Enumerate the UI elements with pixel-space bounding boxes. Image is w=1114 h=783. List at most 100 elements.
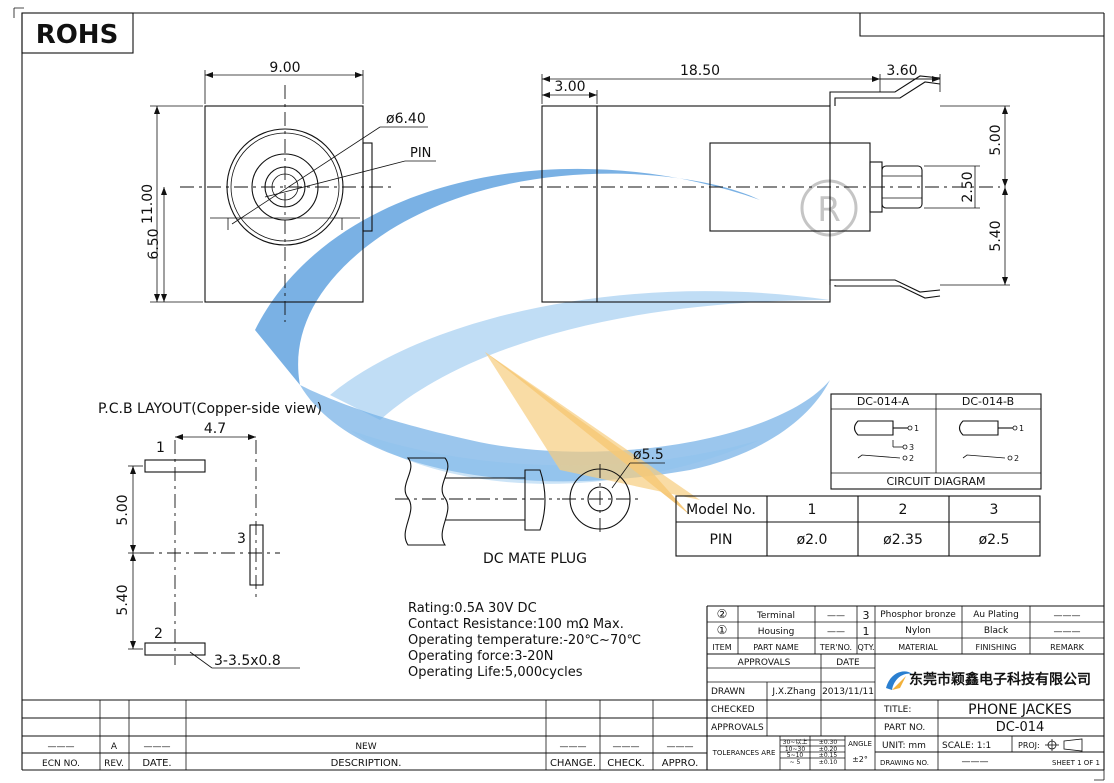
bom-row0-qty: 3 [863, 609, 870, 622]
bom-header-ter: TER'NO. [819, 643, 852, 652]
dim-front-width: 9.00 [269, 60, 300, 76]
dim-side-front: 3.00 [554, 79, 585, 95]
svg-text:R: R [817, 190, 841, 230]
spec-line-2: Operating temperature:-20℃~70℃ [408, 633, 641, 648]
model-row-2: ø2.35 [883, 532, 923, 548]
spec-line-0: Rating:0.5A 30V DC [408, 601, 537, 616]
tb-part-label: PART NO. [884, 723, 925, 733]
dim-front-dia: ø6.40 [386, 111, 426, 127]
model-header-3: 3 [990, 502, 999, 518]
tb-tolerances: TOLERANCES ARE [712, 749, 776, 757]
tol-range-3: ~ 5 [790, 759, 801, 766]
dim-front-pin: PIN [410, 146, 431, 161]
projection-symbol-icon [1045, 738, 1083, 752]
circuit-a-pin1: 1 [914, 424, 919, 433]
tb-drawn-by: J.X.Zhang [771, 687, 815, 697]
bom-header-material: MATERIAL [898, 643, 938, 652]
bom-row0-ter: —— [827, 611, 845, 621]
tol-value-3: ±0.10 [819, 759, 838, 766]
tb-scale: SCALE: 1:1 [942, 741, 991, 751]
bom-row1-material: Nylon [905, 626, 931, 636]
rev-dash-ecn: ——— [48, 742, 75, 752]
spec-line-1: Contact Resistance:100 mΩ Max. [408, 617, 624, 632]
circuit-caption: CIRCUIT DIAGRAM [887, 475, 986, 488]
dim-side-pin: 3.60 [886, 63, 917, 79]
tb-unit: UNIT: mm [882, 741, 926, 751]
tol-range-0: 30~以上 [783, 738, 808, 746]
bom-header-remark: REMARK [1050, 643, 1085, 652]
bom-row1-qty: 1 [863, 625, 870, 638]
tb-approvals: APPROVALS [738, 658, 791, 668]
circuit-col-b: DC-014-B [962, 395, 1014, 408]
rev-dash-check: ——— [613, 742, 640, 752]
rev-header-rev: REV. [104, 759, 124, 769]
tb-part-value: DC-014 [996, 720, 1045, 735]
rev-new: NEW [355, 742, 376, 752]
model-row-0: PIN [709, 532, 732, 548]
title-block-grid [706, 605, 1104, 770]
rev-header-ecn: ECN NO. [42, 759, 80, 769]
rev-dash-change: ——— [560, 742, 587, 752]
bom-header-name: PART NAME [753, 643, 799, 652]
company-name: 东莞市颖鑫电子科技有限公司 [909, 671, 1091, 688]
rev-header-date: DATE. [142, 758, 171, 769]
pcb-dim-x: 4.7 [204, 421, 226, 437]
tol-value-0: ±0.30 [819, 739, 838, 746]
rev-a: A [111, 742, 118, 752]
model-header-0: Model No. [686, 502, 756, 518]
revision-grid [22, 699, 707, 770]
circuit-b-pin1: 1 [1019, 424, 1024, 433]
model-row-3: ø2.5 [979, 532, 1010, 548]
model-row-1: ø2.0 [797, 532, 828, 548]
bom-row0-finishing: Au Plating [973, 610, 1019, 620]
dim-side-lower: 5.40 [988, 220, 1004, 251]
company-logo-icon [886, 671, 912, 690]
bom-row1-ter: —— [827, 627, 845, 637]
rev-dash-date: ——— [144, 742, 171, 752]
model-table [675, 495, 1041, 557]
plug-label: DC MATE PLUG [483, 551, 587, 567]
pcb-pad3-label: 3 [237, 531, 246, 547]
pcb-hole-label: 3-3.5x0.8 [214, 653, 281, 669]
dc-plug-drawing [395, 457, 665, 546]
tb-sheet: SHEET 1 OF 1 [1052, 759, 1100, 767]
circuit-col-a: DC-014-A [857, 395, 910, 408]
bom-row0-name: Terminal [756, 611, 795, 621]
tb-title-value: PHONE JACKES [968, 702, 1072, 718]
circuit-a-pin2: 2 [909, 454, 914, 463]
tb-approvals2: APPROVALS [711, 723, 764, 733]
bom-row1-remark: ——— [1054, 627, 1081, 637]
pcb-dim-y1: 5.00 [115, 494, 131, 525]
tol-value-2: ±0.15 [819, 752, 838, 759]
tb-angle: ANGLE [848, 740, 872, 748]
tb-drawn: DRAWN [711, 687, 745, 697]
tol-range-1: 10~30 [785, 746, 805, 753]
dim-side-upper: 5.00 [988, 124, 1004, 155]
rev-header-appro: APPRO. [662, 758, 699, 769]
bom-row0-item: ② [717, 607, 728, 621]
front-view [150, 70, 436, 322]
spec-line-3: Operating force:3-20N [408, 649, 553, 664]
circuit-a-pin3: 3 [909, 443, 914, 452]
tb-drawn-date: 2013/11/11 [822, 687, 874, 697]
bom-header-finishing: FINISHING [976, 643, 1017, 652]
tb-proj: PROJ: [1018, 741, 1040, 750]
bom-header-item: ITEM [712, 643, 731, 652]
spec-line-4: Operating Life:5,000cycles [408, 665, 583, 680]
pcb-dim-y2: 5.40 [115, 584, 131, 615]
watermark-logo: R [255, 168, 858, 515]
tol-range-2: 5~10 [787, 752, 804, 759]
rohs-label: ROHS [36, 20, 119, 50]
tb-date: DATE [836, 658, 860, 668]
pcb-layout [128, 434, 300, 669]
bom-row1-finishing: Black [984, 626, 1009, 636]
rev-header-desc: DESCRIPTION. [331, 758, 402, 769]
model-header-2: 2 [899, 502, 908, 518]
tol-value-1: ±0.20 [819, 746, 838, 753]
plug-dia: ø5.5 [633, 447, 664, 463]
model-header-1: 1 [808, 502, 817, 518]
dim-side-total: 18.50 [680, 63, 720, 79]
tb-angle-val: ±2° [852, 755, 868, 764]
pcb-title: P.C.B LAYOUT(Copper-side view) [98, 401, 322, 417]
